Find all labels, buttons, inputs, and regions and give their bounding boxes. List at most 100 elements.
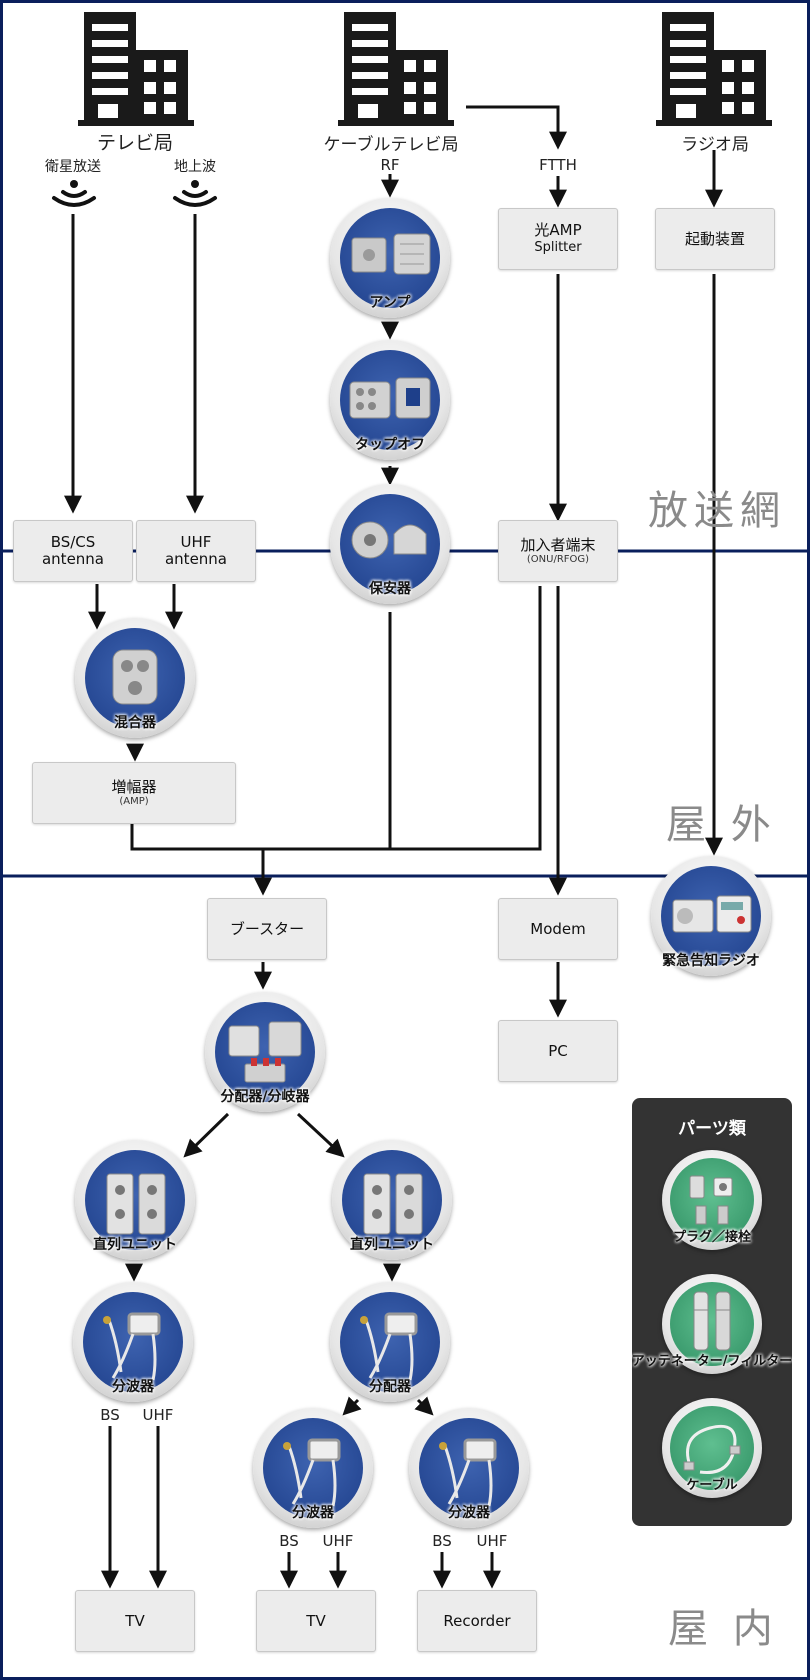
building-icon <box>656 12 772 126</box>
serial-unit-image <box>342 1150 442 1250</box>
bs-cs-label: BS/CS <box>50 533 96 551</box>
wave-splitter-icon <box>439 1438 497 1507</box>
pc-label: PC <box>548 1041 568 1060</box>
tapoff-housing-icon <box>349 377 431 419</box>
wave-splitter-image <box>419 1418 519 1518</box>
zone-label-network: 放送網 <box>648 488 786 534</box>
uhf-antenna-box: UHF antenna <box>136 520 256 582</box>
antenna-label: antenna <box>41 550 104 568</box>
amp-device-image <box>340 208 440 308</box>
modem-box: Modem <box>498 898 618 960</box>
attenuator-icon <box>693 1291 731 1351</box>
parts-item-plug: プラグ／接栓 <box>662 1150 762 1250</box>
tv-box-left: TV <box>75 1590 195 1652</box>
output-label-uhf: UHF <box>476 1532 508 1550</box>
tv-label: TV <box>125 1611 145 1630</box>
amplifier-housing-icon <box>351 233 431 275</box>
parts-panel: パーツ類 プラグ／接栓 アッテネーター/フィルター ケーブル <box>632 1098 792 1526</box>
serial-unit-right-device: 直列ユニット <box>332 1140 452 1260</box>
cable-image <box>670 1406 754 1490</box>
divider-icon <box>228 1021 302 1083</box>
startup-device-label: 起動装置 <box>684 229 745 248</box>
onu-rfog-label: (ONU/RFOG) <box>526 553 590 565</box>
divider-brancher-device: 分配器/分岐器 <box>205 992 325 1112</box>
protector-device: 保安器 <box>330 484 450 604</box>
signal-label-satellite: 衛星放送 <box>45 159 101 175</box>
tapoff-device-image <box>340 350 440 450</box>
building-icon <box>78 12 194 126</box>
serial-unit-left-device: 直列ユニット <box>75 1140 195 1260</box>
recorder-box: Recorder <box>417 1590 537 1652</box>
output-label-uhf: UHF <box>142 1406 174 1424</box>
tv-box-middle: TV <box>256 1590 376 1652</box>
zone-label-outdoor: 屋 外 <box>666 802 777 848</box>
output-label-bs: BS <box>100 1406 120 1424</box>
wave-splitter-icon <box>283 1438 341 1507</box>
modem-label: Modem <box>530 919 586 938</box>
bs-cs-antenna-box: BS/CS antenna <box>13 520 133 582</box>
emergency-radio-image <box>661 866 761 966</box>
protector-device-image <box>340 494 440 594</box>
uhf-label: UHF <box>180 533 212 551</box>
parts-item-cable: ケーブル <box>662 1398 762 1498</box>
serial-unit-image <box>85 1150 185 1250</box>
attenuator-label: アッテネーター/フィルター <box>631 1354 793 1369</box>
wave-splitter-left-device: 分波器 <box>73 1282 193 1402</box>
amplifier-label: 増幅器 <box>111 777 157 796</box>
tapoff-device: タップオフ <box>330 340 450 460</box>
optical-amp-label: 光AMP <box>534 221 582 239</box>
emergency-radio-device: 緊急告知ラジオ <box>651 856 771 976</box>
protector-icon <box>351 521 427 559</box>
wave-splitter-b-label: 分波器 <box>448 1505 490 1521</box>
mixer-device-image <box>85 628 185 728</box>
serial-unit-right-label: 直列ユニット <box>350 1237 434 1253</box>
tapoff-label: タップオフ <box>355 437 425 453</box>
divider-right-label: 分配器 <box>369 1379 411 1395</box>
cable-icon <box>683 1424 741 1475</box>
amp-device: アンプ <box>330 198 450 318</box>
building-icon <box>338 12 454 126</box>
splitter-label: Splitter <box>534 240 582 255</box>
wave-splitter-icon <box>360 1312 418 1381</box>
divider-right-device: 分配器 <box>330 1282 450 1402</box>
station-label-radio: ラジオ局 <box>681 135 749 155</box>
station-label-cable: ケーブルテレビ局 <box>323 135 459 155</box>
wave-splitter-left-label: 分波器 <box>112 1379 154 1395</box>
wave-splitter-a-label: 分波器 <box>292 1505 334 1521</box>
output-label-uhf: UHF <box>322 1532 354 1550</box>
antenna-label: antenna <box>164 550 227 568</box>
protector-label: 保安器 <box>369 581 411 597</box>
emergency-radio-label: 緊急告知ラジオ <box>662 953 760 969</box>
booster-label: ブースター <box>229 919 305 938</box>
signal-label-terrestrial: 地上波 <box>174 159 216 175</box>
serial-unit-icon <box>363 1173 423 1235</box>
parts-title: パーツ類 <box>678 1119 746 1139</box>
plug-connector-icon <box>689 1175 733 1225</box>
plug-image <box>670 1158 754 1242</box>
serial-unit-left-label: 直列ユニット <box>93 1237 177 1253</box>
attenuator-image <box>670 1282 754 1366</box>
broadcast-wave-icon <box>173 180 217 207</box>
recorder-label: Recorder <box>443 1611 511 1630</box>
mixer-label: 混合器 <box>114 715 156 731</box>
subscriber-terminal-label: 加入者端末 <box>520 535 596 554</box>
divider-right-image <box>340 1292 440 1392</box>
output-label-bs: BS <box>432 1532 452 1550</box>
wave-splitter-icon <box>103 1312 161 1381</box>
serial-unit-icon <box>106 1173 166 1235</box>
output-label-bs: BS <box>279 1532 299 1550</box>
divider-brancher-label: 分配器/分岐器 <box>220 1089 310 1105</box>
radio-icon <box>672 895 752 933</box>
parts-item-attenuator: アッテネーター/フィルター <box>632 1274 792 1374</box>
tv-label: TV <box>306 1611 326 1630</box>
wave-splitter-image <box>263 1418 363 1518</box>
signal-label-rf: RF <box>380 156 400 174</box>
subscriber-terminal-box: 加入者端末 (ONU/RFOG) <box>498 520 618 582</box>
wave-splitter-a-device: 分波器 <box>253 1408 373 1528</box>
station-label-tv: テレビ局 <box>96 132 173 154</box>
signal-label-ftth: FTTH <box>539 156 577 174</box>
booster-box: ブースター <box>207 898 327 960</box>
cable-label: ケーブル <box>686 1478 738 1493</box>
amplifier-box: 増幅器 (AMP) <box>32 762 236 824</box>
